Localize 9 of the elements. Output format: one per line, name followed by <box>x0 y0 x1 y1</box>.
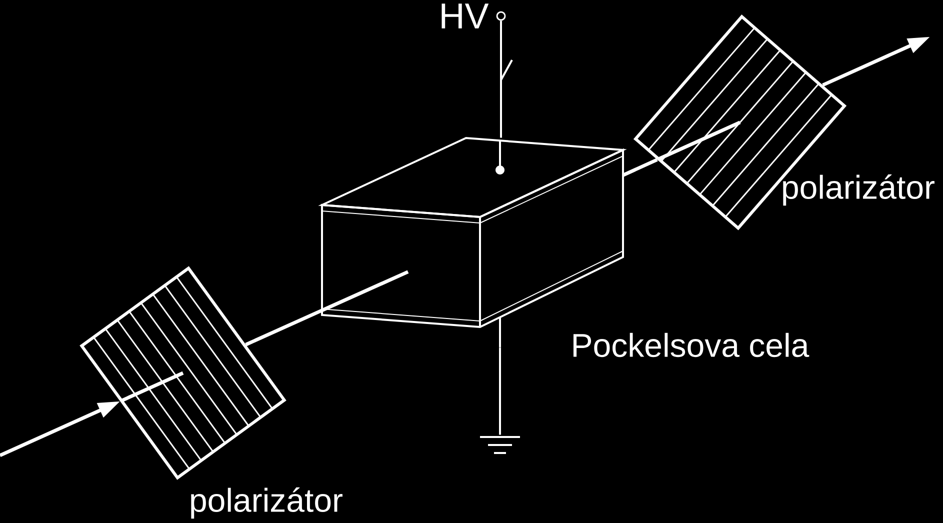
beam-line <box>622 158 658 177</box>
polarizer-label: polarizátor <box>191 487 342 519</box>
cell-label: Pockelsova cela <box>574 332 810 358</box>
wire <box>499 348 501 435</box>
voltage-label: HV <box>442 4 489 28</box>
wire <box>500 20 502 138</box>
polarizer-label: polarizátor <box>783 174 934 206</box>
beam-line <box>245 308 323 346</box>
ground-symbol <box>480 436 520 454</box>
